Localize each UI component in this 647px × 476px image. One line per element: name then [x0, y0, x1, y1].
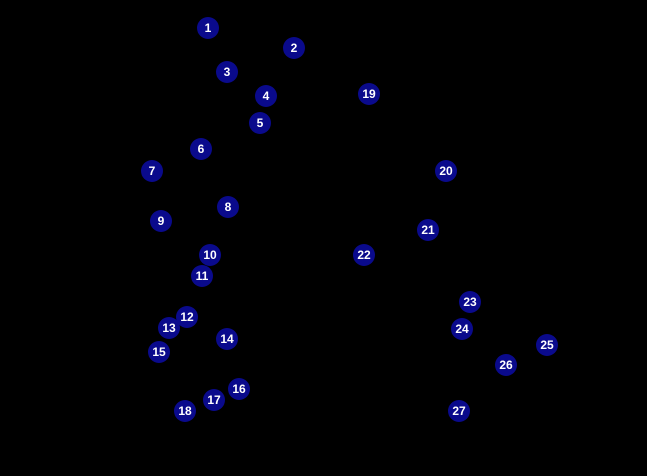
dot-27[interactable]: 27: [448, 400, 470, 422]
dot-23[interactable]: 23: [459, 291, 481, 313]
dot-7[interactable]: 7: [141, 160, 163, 182]
dot-17[interactable]: 17: [203, 389, 225, 411]
dot-21[interactable]: 21: [417, 219, 439, 241]
dot-25[interactable]: 25: [536, 334, 558, 356]
dot-6[interactable]: 6: [190, 138, 212, 160]
dot-19[interactable]: 19: [358, 83, 380, 105]
dot-1[interactable]: 1: [197, 17, 219, 39]
dot-2[interactable]: 2: [283, 37, 305, 59]
dot-22[interactable]: 22: [353, 244, 375, 266]
dot-10[interactable]: 10: [199, 244, 221, 266]
dot-15[interactable]: 15: [148, 341, 170, 363]
dot-16[interactable]: 16: [228, 378, 250, 400]
dot-26[interactable]: 26: [495, 354, 517, 376]
dot-5[interactable]: 5: [249, 112, 271, 134]
dot-9[interactable]: 9: [150, 210, 172, 232]
dot-12[interactable]: 12: [176, 306, 198, 328]
dot-20[interactable]: 20: [435, 160, 457, 182]
dot-18[interactable]: 18: [174, 400, 196, 422]
dot-4[interactable]: 4: [255, 85, 277, 107]
dot-8[interactable]: 8: [217, 196, 239, 218]
dot-24[interactable]: 24: [451, 318, 473, 340]
dot-13[interactable]: 13: [158, 317, 180, 339]
dot-14[interactable]: 14: [216, 328, 238, 350]
dot-3[interactable]: 3: [216, 61, 238, 83]
dot-11[interactable]: 11: [191, 265, 213, 287]
